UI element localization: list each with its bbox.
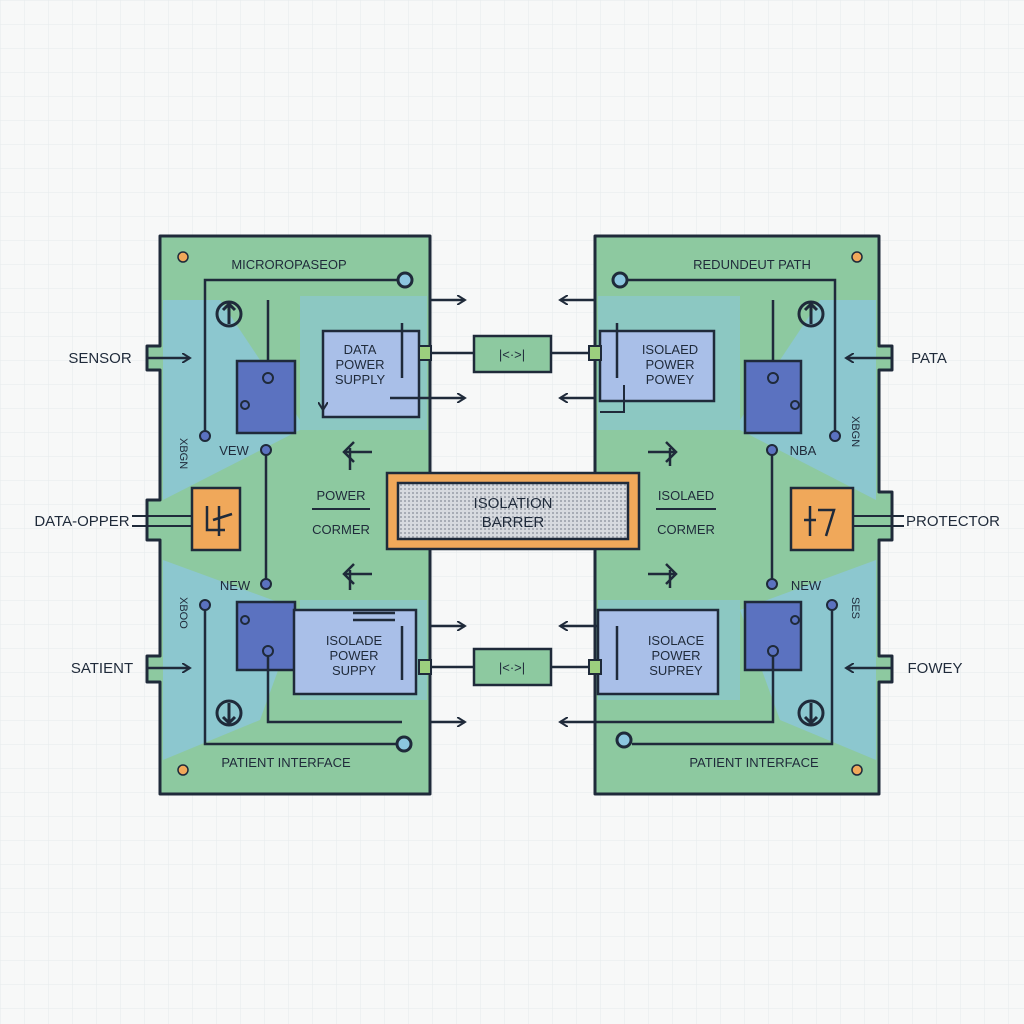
right-supply-top-line2: POWER	[645, 357, 694, 372]
left-corner-dot-bottom	[177, 764, 189, 776]
right-terminal-top	[611, 271, 629, 289]
coupler-top	[472, 334, 553, 374]
right-center-label-top: ISOLAED	[658, 488, 714, 503]
external-label-sensor: SENSOR	[68, 350, 132, 367]
left-module-bottom	[235, 600, 297, 672]
left-supply-bottom-line3: SUPPY	[332, 663, 376, 678]
right-side-text-top: XBGN	[849, 416, 861, 447]
power-down-icon	[797, 699, 825, 727]
right-board-bottom-title: PATIENT INTERFACE	[689, 755, 819, 770]
coupler-bottom	[472, 647, 553, 687]
external-label-satient: SATIENT	[71, 660, 133, 677]
left-board: MICROROPASEOP PATIENT INTERFACE DATA POW…	[132, 234, 432, 796]
external-label-pata: PATA	[911, 350, 947, 367]
power-up-icon	[215, 300, 243, 328]
right-supply-bottom-line2: POWER	[651, 648, 700, 663]
right-supply-bottom-line3: SUPREY	[649, 663, 703, 678]
power-down-icon	[215, 699, 243, 727]
left-corner-dot-top	[177, 251, 189, 263]
forward-arrow-icon	[648, 563, 678, 588]
power-up-icon	[797, 300, 825, 328]
left-center-label-top: POWER	[316, 488, 365, 503]
back-arrow-icon	[342, 441, 372, 470]
barrier-label-line2: BARRER	[482, 514, 545, 531]
left-supply-top-line1: DATA	[344, 342, 377, 357]
left-board-title: MICROROPASEOP	[231, 257, 346, 272]
right-corner-dot-top	[851, 251, 863, 263]
right-terminal-bottom	[615, 731, 633, 749]
right-center-label-bottom: CORMER	[657, 522, 715, 537]
left-supply-top-line2: POWER	[335, 357, 384, 372]
left-terminal-top	[396, 271, 414, 289]
right-module-top	[743, 359, 803, 435]
left-module-top	[235, 359, 297, 435]
right-board-title: REDUNDEUT PATH	[693, 257, 811, 272]
protector-chip-icon	[789, 486, 855, 552]
external-label-protector: PROTECTOR	[906, 513, 1000, 530]
left-node-top-label: VEW	[219, 443, 249, 458]
right-corner-dot-bottom	[851, 764, 863, 776]
external-label-data-opper: DATA-OPPER	[34, 513, 129, 530]
coupler-top-symbol: |<·>|	[499, 347, 525, 362]
left-board-bottom-title: PATIENT INTERFACE	[221, 755, 351, 770]
back-arrow-icon	[342, 563, 372, 590]
right-supply-top	[598, 329, 716, 403]
external-label-fowey: FOWEY	[908, 660, 963, 677]
protector-chip-icon	[190, 486, 242, 552]
left-side-text-bottom: XBOO	[177, 597, 189, 629]
forward-arrow-icon	[648, 441, 678, 466]
right-board: REDUNDEUT PATH PATIENT INTERFACE ISOLAED…	[588, 234, 904, 796]
right-node-bottom-label: NEW	[791, 578, 822, 593]
left-node-bottom-label: NEW	[220, 578, 251, 593]
left-supply-bottom	[292, 608, 418, 696]
left-terminal-bottom	[395, 735, 413, 753]
coupler-bottom-symbol: |<·>|	[499, 660, 525, 675]
inter-board-links: |<·>| |<·>| ISOLATION BARRER	[385, 300, 641, 722]
left-center-label-bottom: CORMER	[312, 522, 370, 537]
left-supply-bottom-line1: ISOLADE	[326, 633, 383, 648]
left-supply-bottom-line2: POWER	[329, 648, 378, 663]
right-supply-bottom-line1: ISOLACE	[648, 633, 705, 648]
barrier-label-line1: ISOLATION	[474, 495, 553, 512]
left-side-text-top: XBGN	[177, 438, 189, 469]
left-supply-top-line3: SUPPLY	[335, 372, 386, 387]
right-side-text-bottom: SES	[849, 597, 861, 619]
right-supply-top-line3: POWEY	[646, 372, 695, 387]
right-node-top-label: NBA	[790, 443, 817, 458]
right-supply-top-line1: ISOLAED	[642, 342, 698, 357]
